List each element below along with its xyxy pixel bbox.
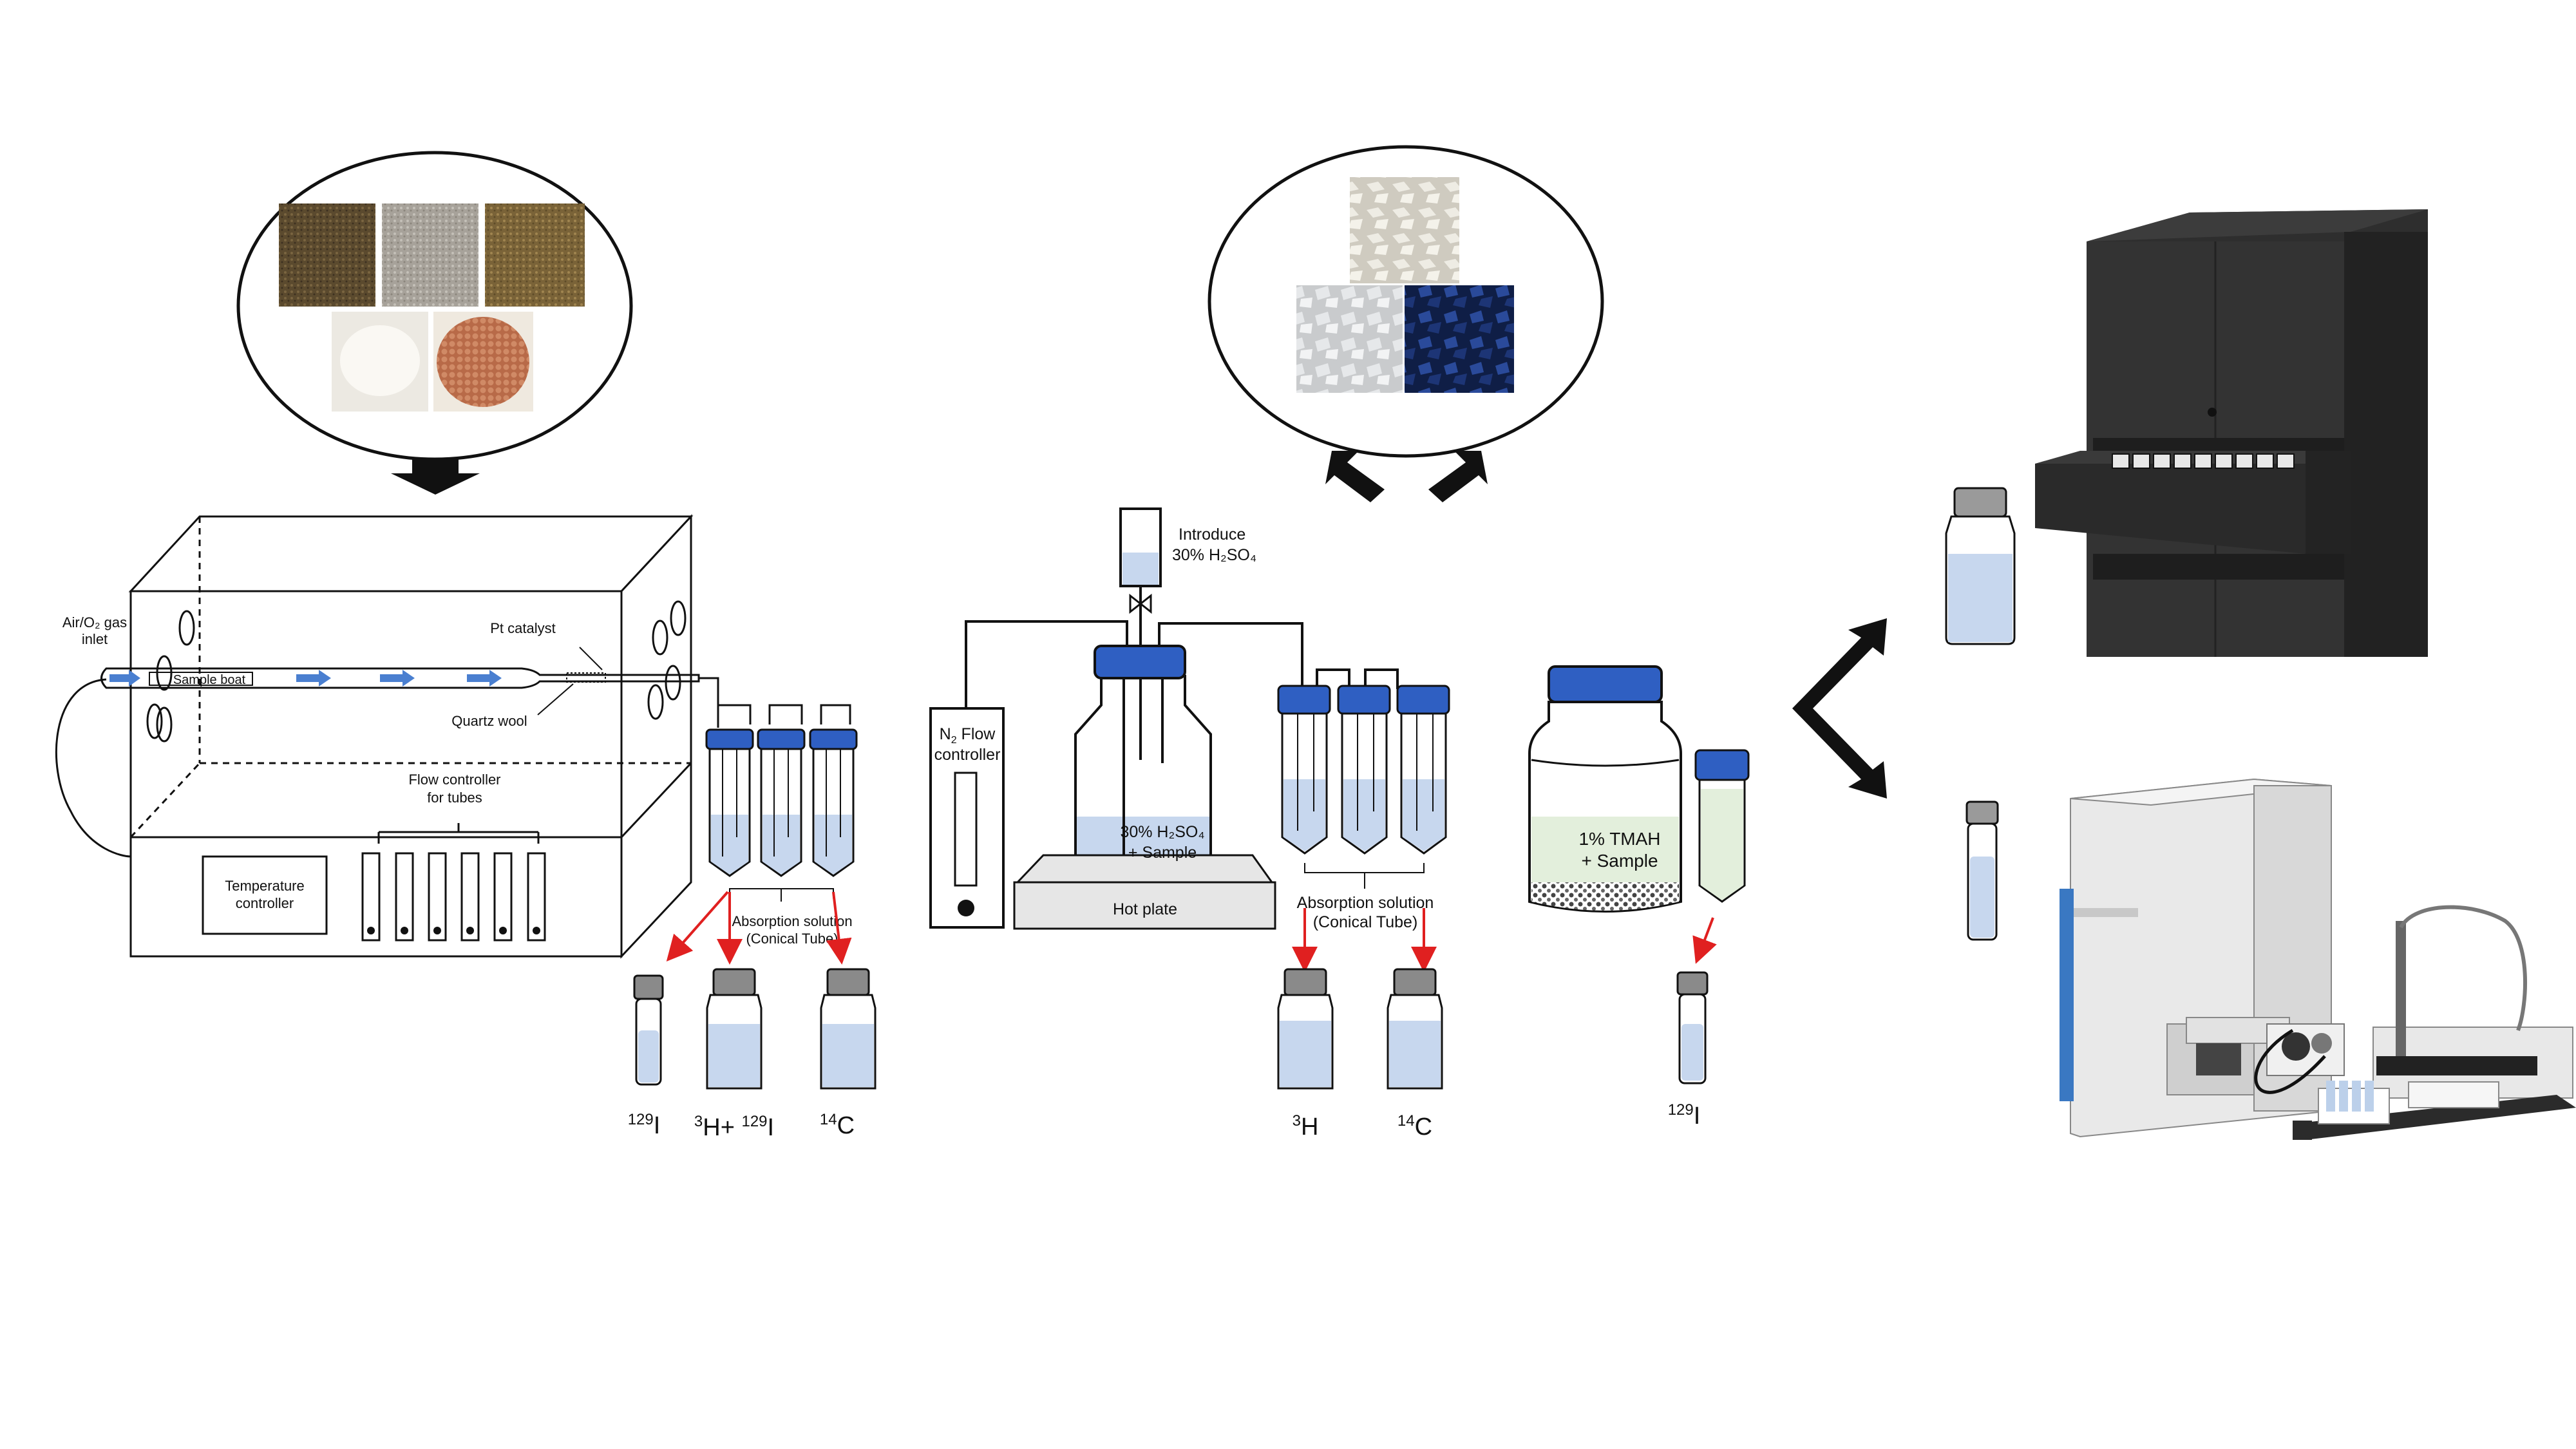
down-arrow-icon — [391, 459, 480, 495]
temperature-controller-label-2: controller — [236, 895, 294, 911]
furnace-transfer-arrows — [666, 891, 852, 965]
counter-sample-vials — [2112, 453, 2295, 469]
ash-sample-photo — [382, 204, 478, 307]
tmah-jar — [1528, 665, 1682, 913]
pt-catalyst-label: Pt catalyst — [490, 620, 555, 636]
furnace-vials — [633, 968, 876, 1090]
temperature-controller — [202, 855, 328, 935]
furnace-absorption-label: Absorption solution — [732, 913, 852, 929]
gas-flow-arrows — [109, 670, 502, 687]
n2-flow-controller-label: N2 Flow — [940, 725, 996, 746]
instrument-selector-arrow-icon — [1792, 618, 1887, 799]
split-arrow-icon — [1325, 451, 1488, 502]
sediment-sample-photo — [485, 204, 585, 307]
tmah-conical-tube — [1694, 749, 1750, 903]
acid-bottle-label: 30% H₂SO₄ — [1120, 823, 1204, 841]
furnace-absorption-label-2: (Conical Tube) — [746, 931, 838, 947]
acid-conical-tubes — [1277, 685, 1450, 855]
tube-furnace — [55, 514, 719, 959]
carbon14-label-center: 14C — [1397, 1112, 1432, 1141]
flow-controllers — [361, 823, 546, 942]
tmah-jar-label-2: + Sample — [1581, 851, 1658, 871]
flow-controller-label-2: for tubes — [427, 790, 482, 806]
acid-bottle-label-2: + Sample — [1128, 844, 1197, 862]
introduce-acid-label: Introduce — [1179, 526, 1245, 544]
solid-samples-bubble — [236, 151, 633, 461]
icp-ms-instrument-icon — [2060, 778, 2576, 1140]
clear-resin-photo — [1296, 285, 1403, 393]
acid-vials — [1277, 968, 1443, 1090]
resin-samples-bubble — [1208, 145, 1604, 458]
iodine129-label: 129I — [628, 1111, 661, 1139]
acid-absorption-label: Absorption solution — [1297, 894, 1434, 912]
carbon14-label-left: 14C — [820, 1111, 855, 1139]
introduce-acid-label-2: 30% H₂SO₄ — [1172, 546, 1256, 564]
temperature-controller-label: Temperature — [225, 878, 305, 894]
tmah-vial — [1676, 971, 1709, 1084]
acid-absorption-label-2: (Conical Tube) — [1313, 913, 1418, 931]
white-resin-photo — [1350, 177, 1459, 283]
sample-boat-label: Sample boat — [173, 673, 246, 687]
flow-controller-label: Flow controller — [408, 772, 500, 788]
n2-flow-controller-label-2: controller — [934, 746, 1001, 764]
lsc-vial-icon — [1945, 487, 2016, 645]
quartz-wool-label: Quartz wool — [451, 713, 527, 729]
hot-plate-label: Hot plate — [1113, 900, 1177, 918]
iodine129-label-tmah: 129I — [1668, 1101, 1701, 1130]
tmah-transfer-arrow — [1692, 917, 1717, 964]
gas-inlet-label-2: inlet — [82, 631, 108, 647]
bottle-cap — [1094, 645, 1186, 679]
tritium-iodine-label: 3H+ 129I — [694, 1113, 774, 1141]
tritium-label: 3H — [1293, 1112, 1319, 1141]
tmah-jar-label: 1% TMAH — [1578, 829, 1660, 849]
blue-resin-photo — [1405, 285, 1514, 393]
icp-vial-icon — [1965, 800, 1999, 941]
acid-digestion-setup — [929, 507, 1399, 930]
soil-sample-photo — [279, 204, 375, 307]
n2-controller-knob — [958, 900, 974, 916]
gas-inlet-label: Air/O₂ gas — [62, 614, 127, 630]
furnace-conical-tubes — [705, 704, 858, 877]
liquid-scintillation-counter-icon — [2035, 209, 2428, 657]
acid-transfer-arrows — [1292, 908, 1437, 972]
